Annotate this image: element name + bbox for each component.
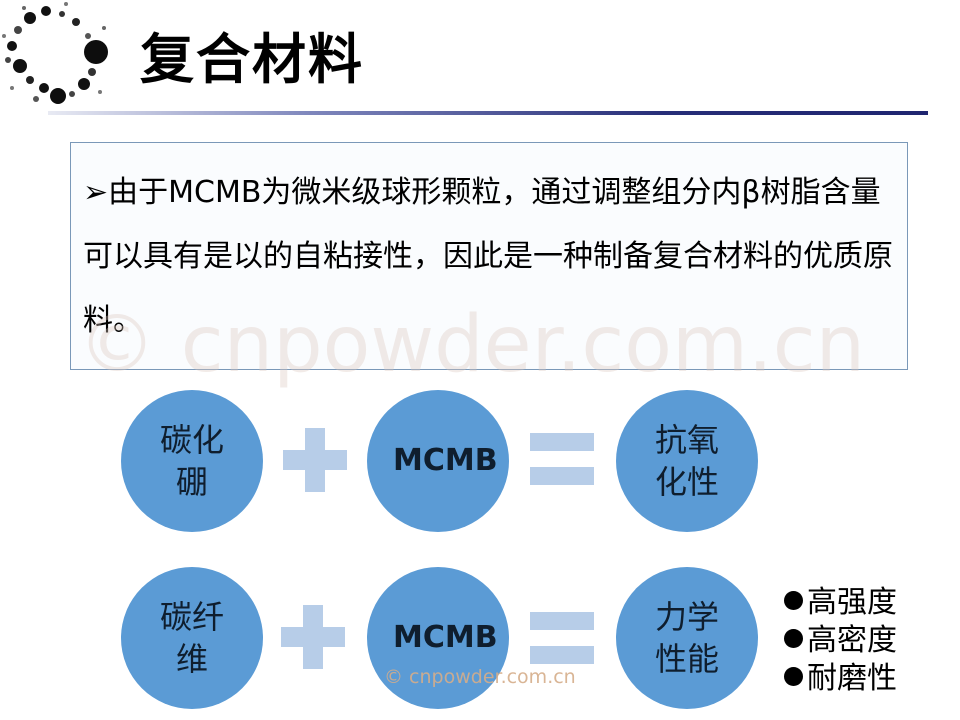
circle-oxidation-resistance: 抗氧化性: [616, 390, 758, 532]
circle-boron-carbide: 碳化硼: [121, 390, 263, 532]
circle-mechanical-properties: 力学性能: [616, 567, 758, 709]
circle-mcmb: MCMB: [367, 567, 509, 709]
dotted-ring-logo: [2, 2, 108, 104]
equals-icon: [530, 433, 594, 485]
list-item: 高密度: [784, 622, 897, 660]
title-underline: [48, 111, 928, 115]
circle-label: MCMB: [393, 620, 498, 655]
text-box: ➢由于MCMB为微米级球形颗粒，通过调整组分内β树脂含量可以具有是以的自粘接性，…: [70, 142, 908, 370]
bullet-dot-icon: [784, 591, 803, 610]
property-list: 高强度 高密度 耐磨性: [784, 584, 897, 698]
circle-label: 抗氧化性: [654, 421, 719, 501]
footer-watermark: © cnpowder.com.cn: [384, 666, 576, 688]
list-item: 耐磨性: [784, 660, 897, 698]
equals-icon: [530, 612, 594, 664]
body-paragraph: ➢由于MCMB为微米级球形颗粒，通过调整组分内β树脂含量可以具有是以的自粘接性，…: [83, 175, 893, 338]
bullet-dot-icon: [784, 667, 803, 686]
circle-label: 碳纤维: [159, 598, 224, 678]
plus-icon: [281, 605, 345, 669]
list-item: 高强度: [784, 584, 897, 622]
plus-icon: [283, 428, 347, 492]
bullet-dot-icon: [784, 629, 803, 648]
circle-mcmb: MCMB: [367, 390, 509, 532]
circle-label: 碳化硼: [159, 421, 224, 501]
circle-label: 力学性能: [654, 598, 719, 678]
circle-label: MCMB: [393, 443, 498, 478]
slide-title: 复合材料: [140, 28, 364, 91]
circle-carbon-fiber: 碳纤维: [121, 567, 263, 709]
